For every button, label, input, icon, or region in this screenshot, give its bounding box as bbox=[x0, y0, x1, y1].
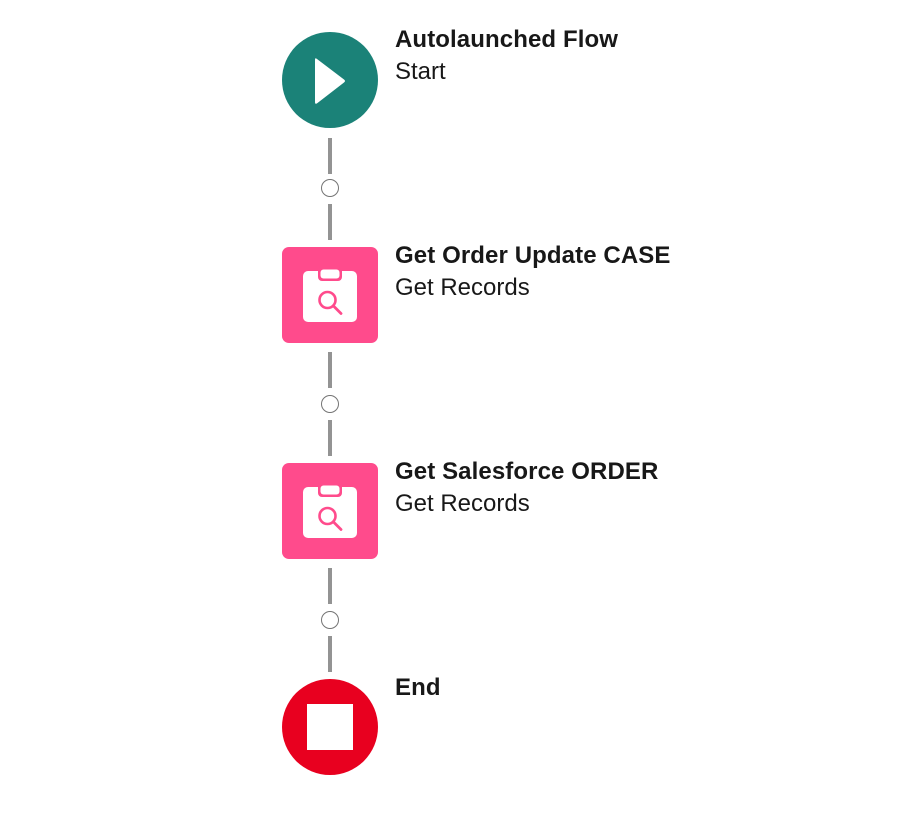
get-order-update-case-node-icon[interactable] bbox=[282, 247, 378, 343]
clipboard-search-icon bbox=[303, 267, 357, 322]
node-subtitle: Start bbox=[395, 58, 446, 85]
play-icon bbox=[315, 58, 345, 104]
get-salesforce-order-node-icon[interactable] bbox=[282, 463, 378, 559]
node-title: Autolaunched Flow bbox=[395, 26, 619, 53]
node-title: Get Order Update CASE bbox=[395, 242, 671, 269]
connector-line bbox=[328, 636, 332, 672]
start-node-icon[interactable] bbox=[282, 32, 378, 128]
end-node-label[interactable]: End bbox=[395, 672, 441, 704]
get-salesforce-order-node-label[interactable]: Get Salesforce ORDER Get Records bbox=[395, 456, 658, 520]
add-element-button[interactable] bbox=[321, 179, 339, 197]
connector-line bbox=[328, 568, 332, 604]
node-title: End bbox=[395, 674, 441, 701]
start-node-label[interactable]: Autolaunched Flow Start bbox=[395, 24, 618, 88]
connector-line bbox=[328, 352, 332, 388]
connector-line bbox=[328, 204, 332, 240]
connector-line bbox=[328, 138, 332, 174]
add-element-button[interactable] bbox=[321, 611, 339, 629]
add-element-button[interactable] bbox=[321, 395, 339, 413]
connector-line bbox=[328, 420, 332, 456]
node-subtitle: Get Records bbox=[395, 274, 530, 301]
node-title: Get Salesforce ORDER bbox=[395, 458, 659, 485]
node-subtitle: Get Records bbox=[395, 490, 530, 517]
end-node-icon[interactable] bbox=[282, 679, 378, 775]
get-order-update-case-node-label[interactable]: Get Order Update CASE Get Records bbox=[395, 240, 671, 304]
clipboard-search-icon bbox=[303, 483, 357, 538]
stop-icon bbox=[307, 704, 353, 750]
